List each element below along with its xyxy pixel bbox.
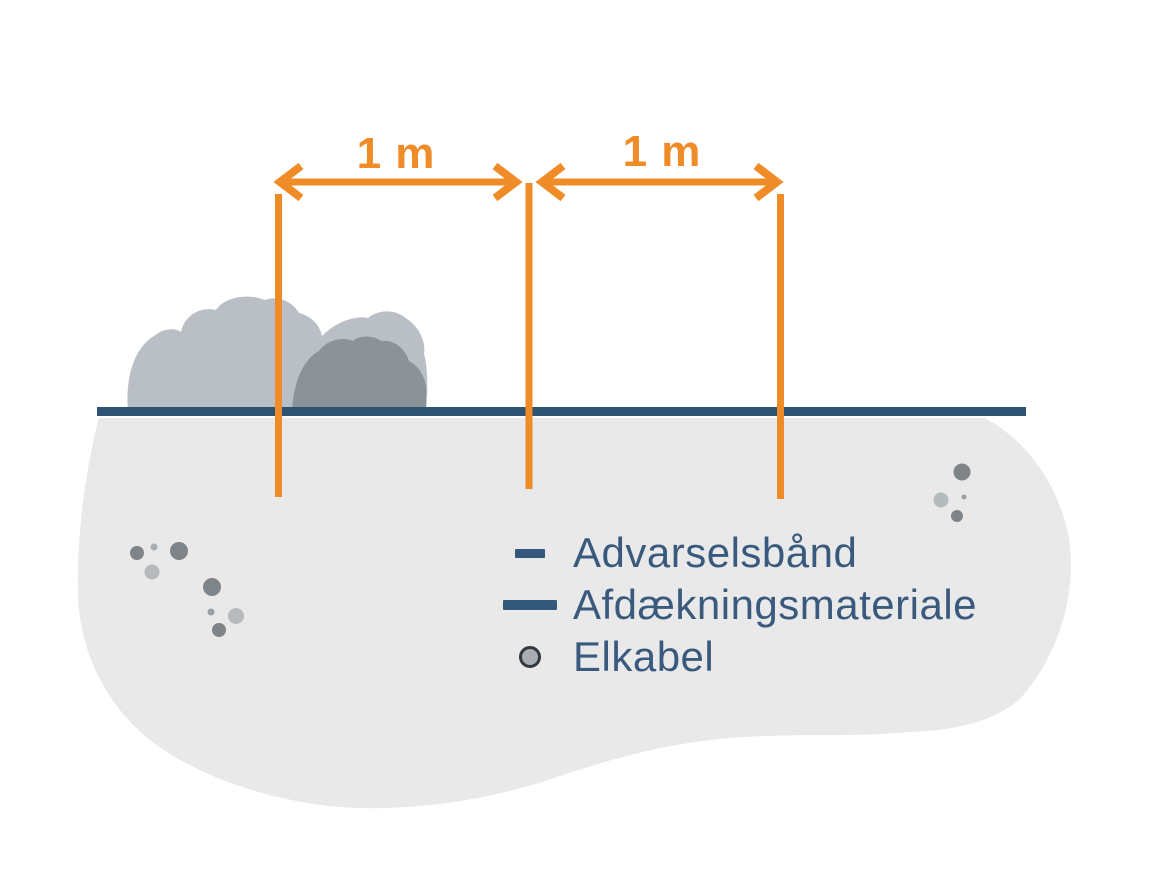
soil-blob [77,418,1071,809]
legend-item-electric-cable: Elkabel [493,635,714,679]
legend-item-warning-tape: Advarselsbånd [493,531,857,575]
arrowhead-right-icon [753,162,784,202]
swatch-cell [493,600,567,610]
warning-tape-swatch-icon [515,548,545,558]
covering-material-swatch-icon [503,600,557,610]
stones-left [130,542,244,637]
legend-label: Afdækningsmateriale [573,581,978,628]
stone [203,578,221,596]
legend-item-covering-material: Afdækningsmateriale [493,583,977,627]
dimension-arrow-left [273,162,523,202]
dirt-pile-dark [292,336,427,412]
stone [953,463,971,481]
stone [933,492,949,508]
electric-cable-swatch-icon [519,646,541,668]
legend-label: Advarselsbånd [573,529,858,576]
distance-label-right: 1 m [622,127,702,176]
stone [207,608,215,616]
stone [170,542,188,560]
stone [228,608,244,624]
arrowhead-right-icon [492,162,523,202]
legend-label: Elkabel [573,633,715,680]
arrowhead-left-icon [273,162,304,202]
swatch-cell [493,646,567,668]
stone [130,546,144,560]
stone [212,623,226,637]
stone [961,494,967,500]
distance-label-left: 1 m [356,129,436,178]
stone [144,564,160,580]
stones-right [933,463,971,522]
dimension-arrow-right [535,162,784,202]
stone [951,510,963,522]
stone [150,543,158,551]
swatch-cell [493,548,567,558]
arrowhead-left-icon [535,162,566,202]
